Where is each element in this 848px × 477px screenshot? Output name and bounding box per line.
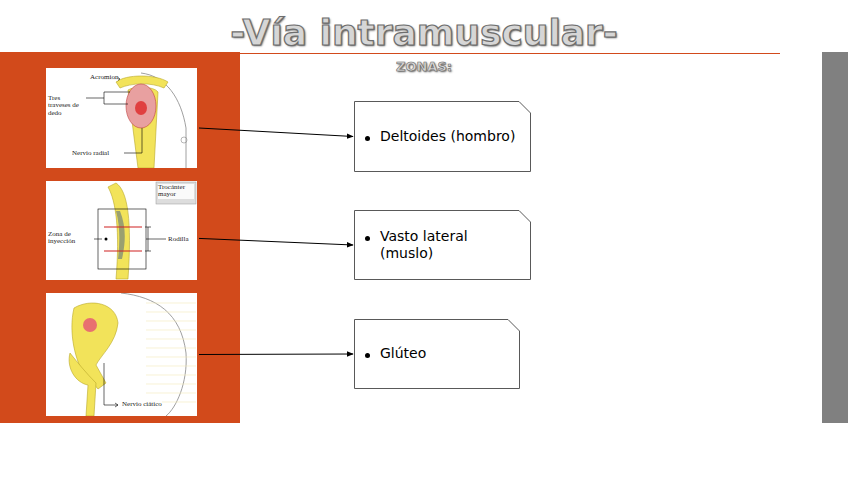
anatomy-label: Nervio radial [72, 150, 109, 157]
box-outline [354, 319, 520, 389]
bullet-dot [365, 136, 370, 141]
anatomy-label: Zona de inyección [48, 231, 92, 246]
illustration-panel: AcromionTres traveses de dedoNervio radi… [46, 68, 197, 168]
zone-name: Deltoides (hombro) [380, 128, 515, 146]
illustration-panel: Zona de inyección Trocánter mayorRodilla [46, 181, 197, 280]
zone-name: Vasto lateral (muslo) [380, 228, 517, 263]
anatomy-label: Tres traveses de dedo [48, 95, 84, 117]
bullet-dot [365, 236, 370, 241]
anatomy-illustration [46, 68, 197, 168]
anatomy-label: Nervio ciático [122, 401, 162, 408]
anatomy-illustration [46, 293, 197, 416]
pointer-arrow [199, 128, 353, 137]
anatomy-label: Trocánter mayor [158, 184, 194, 199]
zone-box: Glúteo [354, 319, 520, 389]
pointer-arrow [199, 238, 353, 245]
zone-box: Vasto lateral (muslo) [354, 210, 531, 280]
side-bar [822, 52, 848, 423]
pointer-arrow [199, 354, 353, 356]
illustration-panel: Nervio ciático [46, 293, 197, 416]
side-panel [0, 52, 240, 423]
zone-box: Deltoides (hombro) [354, 101, 531, 172]
zone-name: Glúteo [380, 345, 426, 363]
anatomy-label: Rodilla [168, 236, 189, 243]
title-rule [240, 53, 780, 54]
page-title: -Vía intramuscular- [0, 12, 848, 53]
anatomy-label: Acromion [90, 74, 118, 81]
